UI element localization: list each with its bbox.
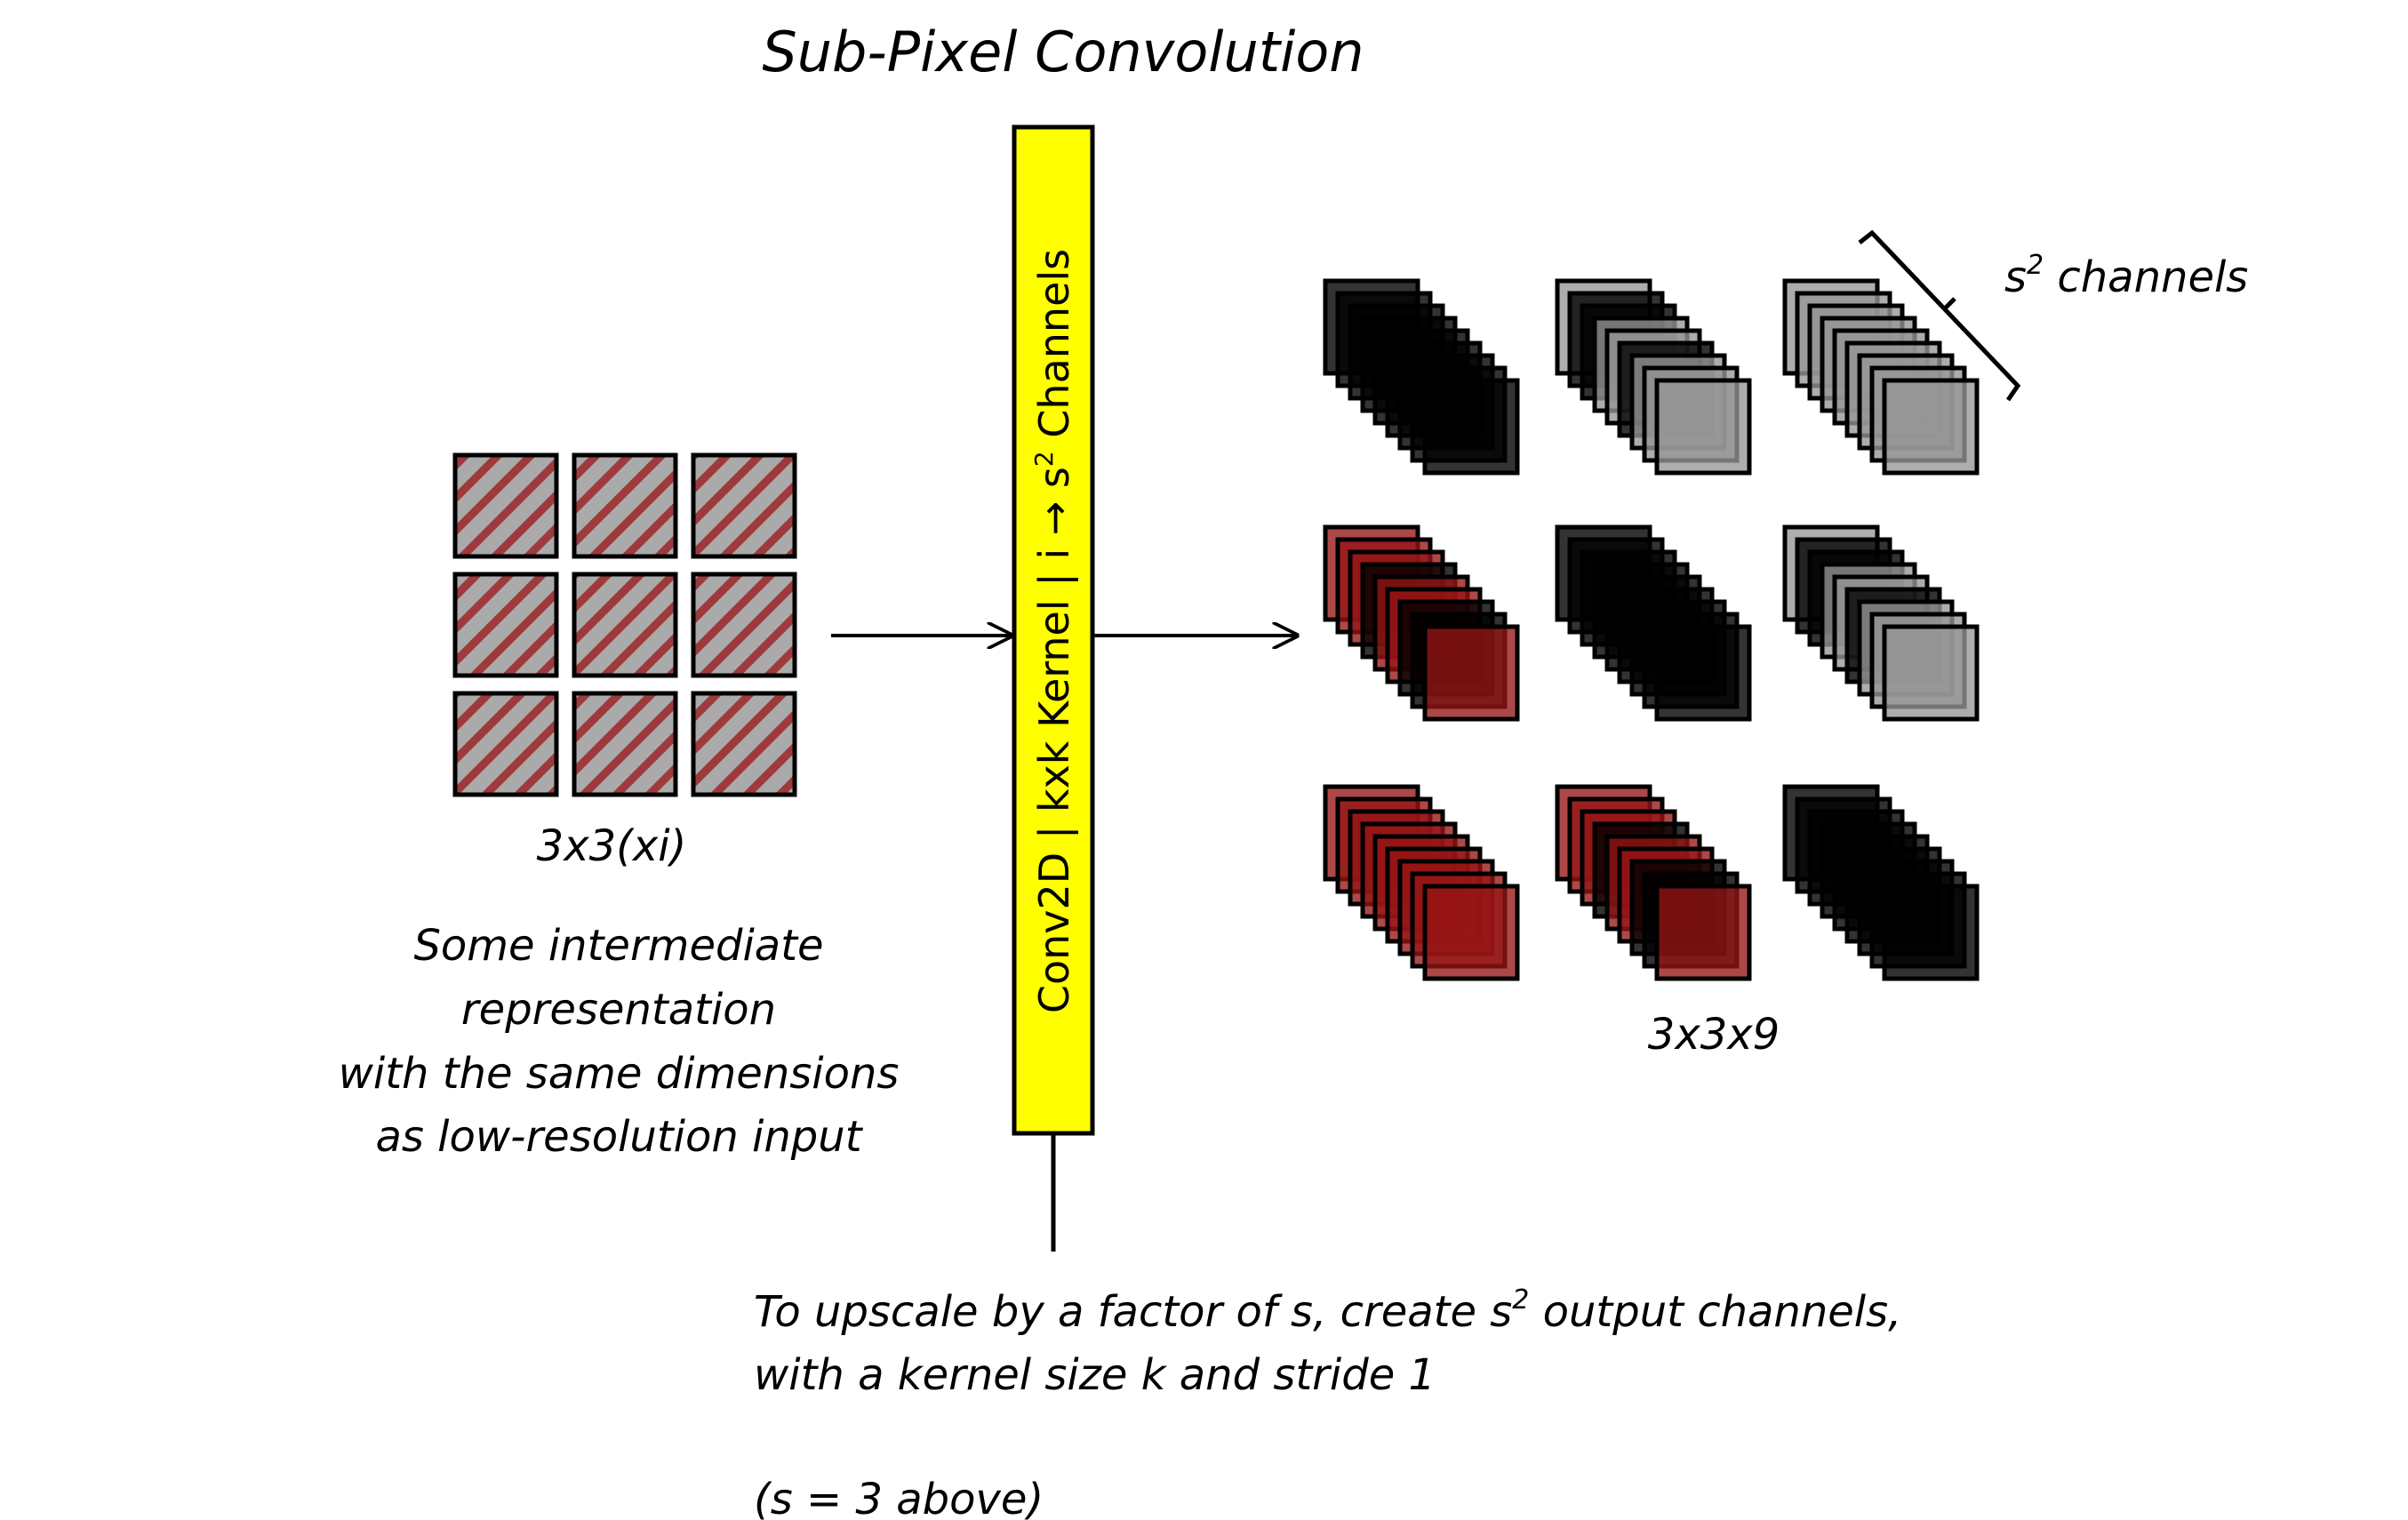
input-grid-cell [572, 572, 678, 678]
output-channel-stack [1323, 784, 1520, 981]
input-grid-cell [691, 452, 797, 559]
output-channel-square [1422, 378, 1520, 476]
input-feature-grid [452, 452, 797, 797]
input-description-line: as low-resolution input [375, 1112, 863, 1162]
output-channel-square [1422, 624, 1520, 722]
input-grid-cell [691, 572, 797, 678]
diagram-title: Sub-Pixel Convolution [762, 20, 1364, 84]
output-channel-square [1422, 884, 1520, 981]
output-channel-square [1882, 378, 1980, 476]
output-channel-stack [1323, 524, 1520, 722]
output-channel-square [1882, 624, 1980, 722]
output-channel-stack [1782, 278, 1980, 476]
input-grid-cell [572, 452, 678, 559]
conv2d-label-tail: Channels [1030, 249, 1078, 451]
note-line-1: To upscale by a factor of s, create s2 o… [754, 1284, 1901, 1337]
input-dimension-label: 3x3(xi) [537, 821, 687, 871]
output-channel-stack [1782, 784, 1980, 981]
input-description-line: representation [461, 985, 776, 1035]
note-line-3: (s = 3 above) [754, 1475, 1044, 1520]
output-channel-stack [1555, 278, 1752, 476]
input-grid-cell [452, 572, 559, 678]
channels-bracket-tick [1942, 297, 1956, 311]
conv2d-label-superscript: 2 [1029, 451, 1059, 467]
conv2d-block-label: Conv2D | kxk Kernel | i → s2 Channels [1029, 249, 1079, 1013]
output-channel-square [1654, 624, 1752, 722]
input-grid-cell [452, 452, 559, 559]
input-description-line: with the same dimensions [339, 1049, 900, 1099]
input-grid-cell [452, 691, 559, 797]
output-channel-stacks [1323, 278, 1980, 981]
output-channel-square [1654, 884, 1752, 981]
output-channel-square [1654, 378, 1752, 476]
conv2d-block [1012, 124, 1095, 1136]
note-line-1-superscript: 2 [1512, 1284, 1529, 1316]
output-channel-stack [1555, 524, 1752, 722]
output-channel-stack [1323, 278, 1520, 476]
input-grid-cell [572, 691, 678, 797]
note-line-2: with a kernel size k and stride 1 [754, 1350, 1436, 1400]
note-line-1-post: output channels, [1529, 1287, 1901, 1337]
output-channel-square [1882, 884, 1980, 981]
output-channel-stack [1782, 524, 1980, 722]
output-dimension-label: 3x3x9 [1648, 1010, 1780, 1060]
channels-bracket-label: s2 channels [2004, 250, 2248, 302]
channels-label-tail: channels [2044, 252, 2248, 302]
input-description: Some intermediate representation with th… [339, 921, 900, 1162]
conv2d-label-main: Conv2D | kxk Kernel | i → s [1030, 467, 1079, 1013]
channels-label-superscript: 2 [2027, 250, 2044, 281]
note-line-1-pre: To upscale by a factor of s, create s [754, 1287, 1512, 1337]
input-description-line: Some intermediate [413, 921, 823, 971]
input-grid-cell [691, 691, 797, 797]
output-channel-stack [1555, 784, 1752, 981]
channels-label-base: s [2004, 252, 2027, 302]
